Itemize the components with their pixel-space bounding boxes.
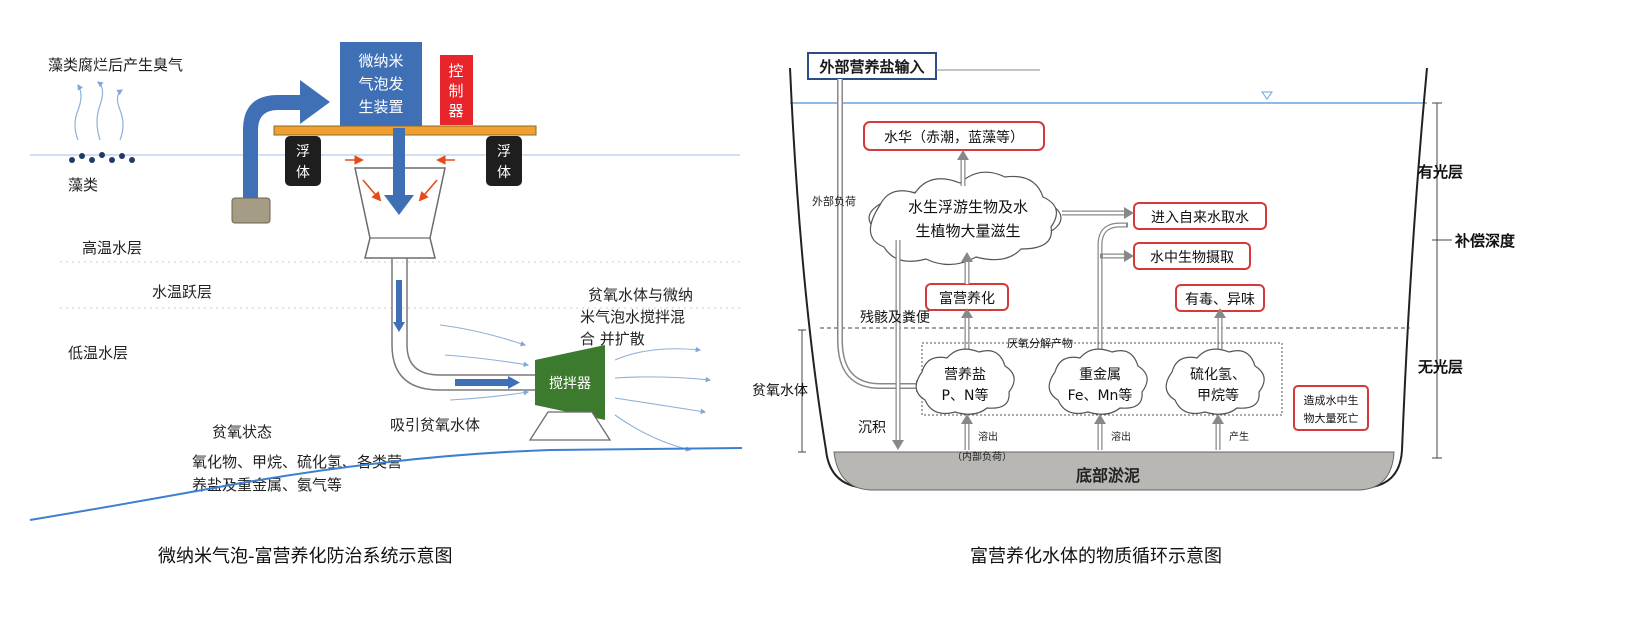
compensation-label: 补偿深度 [1454, 232, 1516, 250]
dissolve-label-2: 溶出 [1111, 430, 1131, 443]
plankton-text-2: 生植物大量滋生 [915, 222, 1020, 240]
flow-arrow-red-4 [418, 179, 438, 202]
plankton-cloud [868, 171, 1062, 266]
bloom-label: 水华（赤潮，蓝藻等） [884, 129, 1024, 146]
controller-label-1: 控 [448, 62, 463, 80]
float-right-label-2: 体 [497, 165, 511, 181]
mix-text-1: 贫氧水体与微纳 [588, 286, 693, 304]
gas-text-2: 甲烷等 [1197, 387, 1239, 404]
float-left-label-2: 体 [296, 165, 310, 181]
internal-load-label: （内部负荷） [952, 450, 1012, 463]
anoxic-text-1: 氧化物、甲烷、硫化氢、各类营 [192, 453, 402, 471]
dissolve-label-1: 溶出 [978, 430, 998, 443]
gas-cloud [1165, 348, 1265, 415]
pipe-flow-down [396, 280, 402, 325]
external-load-label: 外部负荷 [812, 194, 856, 208]
right-diagram: 底部淤泥 外部营养盐输入 水华（赤潮，蓝藻等） 外部负荷 水生浮游生物及水 生植… [752, 52, 1516, 567]
mixer-label: 搅拌器 [549, 376, 591, 392]
sediment-label: 底部淤泥 [1076, 466, 1140, 485]
anoxic-water-label: 贫氧水体 [752, 383, 808, 399]
down-flow-head [384, 195, 414, 215]
metals-cloud [1048, 348, 1148, 415]
sediment-deposit-label: 沉积 [858, 420, 886, 436]
die-off-text-1: 造成水中生 [1304, 393, 1359, 407]
residue-label: 残骸及粪便 [860, 310, 930, 326]
sediment-area [833, 451, 1395, 491]
device-label-1: 微纳米 [358, 52, 403, 70]
mixer-stand [528, 411, 612, 441]
anoxic-text-2: 养盐及重金属、氨气等 [192, 476, 342, 494]
tap-water-label: 进入自来水取水 [1151, 210, 1249, 226]
mixer-body [535, 345, 605, 420]
toxic-label: 有毒、异味 [1185, 292, 1255, 308]
tap-water-box [1133, 202, 1267, 230]
metals-flow-pipe [1097, 222, 1128, 356]
device-label-3: 生装置 [358, 98, 403, 116]
gas-text-1: 硫化氢、 [1190, 367, 1246, 383]
pipe-flow-right [455, 379, 510, 386]
intake-arrow [243, 80, 330, 205]
photic-label: 有光层 [1418, 163, 1463, 181]
flow-arrow-red-3 [362, 179, 382, 202]
eutrophication-label: 富营养化 [939, 290, 995, 307]
produce-label: 产生 [1229, 430, 1249, 443]
plankton-text-1: 水生浮游生物及水 [908, 198, 1028, 216]
float-right-label-1: 浮 [497, 144, 511, 160]
metals-text-1: 重金属 [1079, 367, 1121, 383]
controller-label-3: 器 [448, 102, 463, 120]
bubble-generator [340, 42, 422, 128]
mix-text-2: 米气泡水搅拌混 [580, 308, 685, 326]
uptake-label: 水中生物摄取 [1150, 250, 1234, 266]
controller-label-2: 制 [448, 82, 463, 100]
nutrients-cloud [915, 348, 1015, 415]
metals-text-2: Fe、Mn等 [1068, 387, 1133, 404]
pipe-inner [406, 258, 538, 376]
suction-label: 吸引贫氧水体 [390, 416, 480, 434]
external-input-label: 外部营养盐输入 [818, 58, 924, 76]
nutrients-text-1: 营养盐 [944, 367, 986, 383]
low-temp-label: 低温水层 [68, 344, 128, 362]
pipe-outer [391, 258, 538, 391]
release-arrows [961, 414, 1224, 450]
float-left-label-1: 浮 [296, 144, 310, 160]
lake-bottom-line [29, 447, 743, 521]
high-temp-label: 高温水层 [82, 239, 142, 257]
algae-dots [69, 152, 135, 163]
die-off-box [1293, 385, 1369, 431]
right-caption: 富营养化水体的物质循环示意图 [970, 546, 1222, 567]
nutrients-text-2: P、N等 [942, 387, 989, 404]
device-label-2: 气泡发 [358, 75, 403, 93]
left-diagram: 藻类腐烂后产生臭气 藻类 微纳米 气泡发 生装置 控 制 器 浮 体 [29, 42, 743, 567]
die-off-text-2: 物大量死亡 [1304, 411, 1359, 425]
smell-arrows [74, 81, 124, 141]
anaerobic-label: 厌氧分解产物 [1007, 336, 1073, 350]
controller-box [440, 55, 473, 125]
float-left [285, 136, 321, 186]
water-level-marker [1261, 91, 1273, 100]
down-flow-shaft [393, 128, 405, 198]
mix-text-3: 合 并扩散 [580, 330, 645, 348]
algae-smell-label: 藻类腐烂后产生臭气 [48, 56, 183, 74]
aphotic-label: 无光层 [1417, 358, 1463, 376]
left-caption: 微纳米气泡-富营养化防治系统示意图 [158, 546, 453, 567]
bloom-box [863, 121, 1045, 151]
external-input-box [807, 52, 937, 80]
float-right [486, 136, 522, 186]
algae-label: 藻类 [68, 176, 98, 194]
anoxic-title: 贫氧状态 [212, 423, 272, 441]
intake-filter [231, 197, 271, 224]
thermocline-label: 水温跃层 [152, 283, 212, 301]
